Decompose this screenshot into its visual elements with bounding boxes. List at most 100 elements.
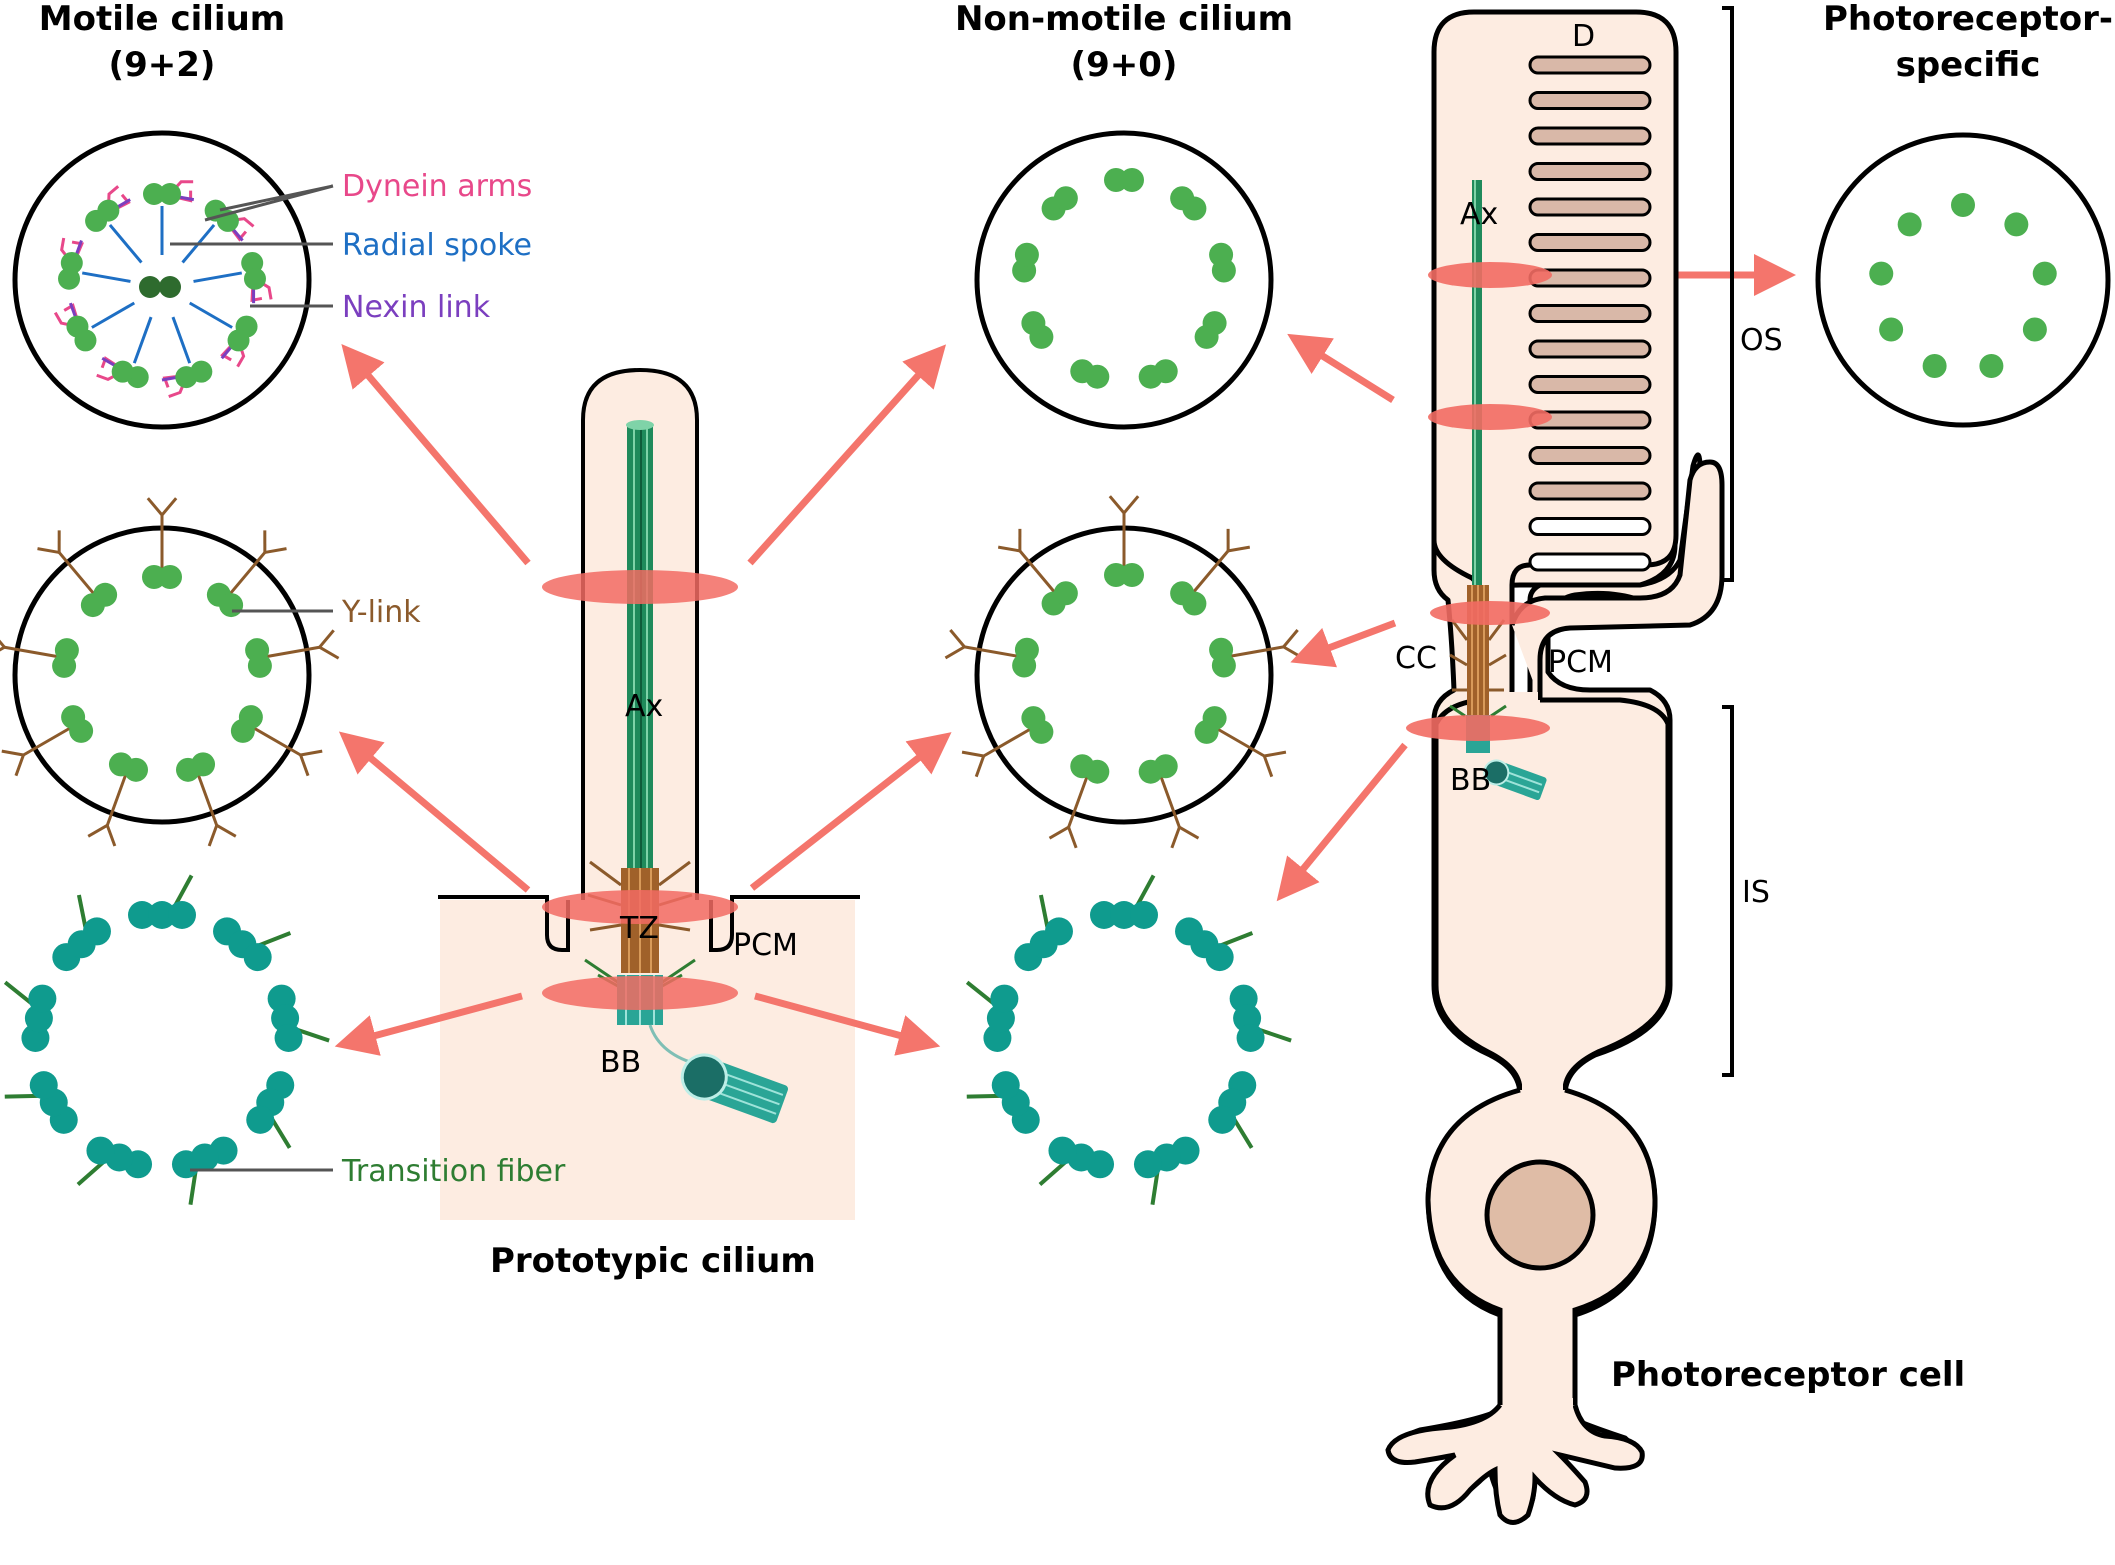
doublet-b [230, 718, 255, 743]
y-link-stem [982, 723, 1039, 758]
doublet-b [1211, 258, 1236, 283]
calyceal-process [1509, 459, 1725, 700]
prototypic-daughter-centriole [680, 1053, 788, 1124]
doublet-b [159, 183, 181, 205]
y-link-branch [1262, 755, 1274, 778]
triplet-microtubule [1236, 1023, 1265, 1052]
y-link-branch [264, 547, 287, 554]
legend-transition-fiber: Transition fiber [341, 1154, 566, 1189]
singlet [1951, 193, 1975, 217]
photoreceptor-cell-title: Photoreceptor cell [1611, 1355, 1965, 1395]
y-link-stem [22, 722, 78, 757]
nucleus [1484, 1159, 1596, 1271]
doublet-b [97, 199, 120, 222]
y-link-branch [1, 749, 24, 757]
doublet-b [111, 360, 134, 383]
triplet-microtubule [246, 1105, 275, 1134]
y-link-stem [1187, 549, 1230, 600]
arrow-bb-to-triplets [1276, 742, 1408, 902]
legend-radial-spoke: Radial spoke [342, 228, 532, 263]
y-link-stem [4, 645, 66, 660]
prototypic-ax-label: Ax [625, 689, 663, 724]
y-link-branch [1067, 826, 1078, 849]
y-link-branch [944, 645, 966, 660]
photo-daughter-centriole [1483, 759, 1547, 801]
y-link-branch [318, 629, 335, 649]
y-link-branch [1122, 495, 1140, 514]
doublet-b [61, 705, 86, 730]
y-link-stem [258, 645, 320, 660]
y-link-stem [246, 722, 302, 757]
triplet-microtubule [128, 901, 156, 929]
prototypic-plasma-membrane [438, 895, 860, 952]
disc [1528, 446, 1652, 465]
os-label: OS [1740, 323, 1783, 358]
ylink-left-doublets [0, 497, 340, 847]
doublet-b [219, 593, 244, 618]
doublet-b [1070, 359, 1095, 384]
doublet-b [1053, 581, 1078, 606]
doublet-b [227, 329, 250, 352]
triplets-cross-section-middle [965, 874, 1292, 1205]
inner-segment [1433, 697, 1671, 1093]
prototypic-pcm-label: PCM [733, 928, 798, 963]
nonmotile-title-line1: Non-motile cilium [955, 0, 1293, 39]
singlet [1897, 212, 1922, 237]
photo-marker-os-upper [1428, 262, 1552, 288]
prototypic-cilium: Ax TZ PCM BB Prototypic cilium [438, 367, 860, 1281]
radial-spoke [108, 223, 143, 264]
y-link-branch [299, 754, 310, 777]
triplet-microtubule [991, 1071, 1020, 1100]
arrow-cc-to-ylink [1290, 619, 1397, 668]
legend-y-link: Y-link [341, 595, 421, 630]
triplet-microtubule [243, 943, 272, 972]
photo-marker-os-lower [1428, 404, 1552, 430]
y-link-stem [58, 551, 101, 601]
triplet-microtubule [990, 984, 1019, 1013]
doublet-b [176, 757, 201, 782]
disc [1528, 304, 1652, 323]
radial-spoke [171, 316, 192, 364]
triplet-microtubule [171, 1150, 200, 1179]
legend-leaders [170, 184, 334, 1172]
y-link-stem [964, 645, 1026, 660]
y-link-branch [146, 497, 164, 516]
y-link-branch [87, 824, 109, 838]
triplet-microtubule [29, 1071, 58, 1100]
y-link-branch [1170, 826, 1181, 849]
doublet-b [1120, 168, 1144, 192]
doublet-b [1014, 637, 1039, 662]
triplet-microtubule [1208, 1105, 1237, 1134]
y-link-branch [1264, 750, 1287, 758]
y-link-branch [207, 824, 219, 847]
nonmotile-doublets [1012, 168, 1236, 389]
doublet-b [1070, 754, 1095, 779]
arrow-to-ylink-mid [749, 732, 952, 891]
singlet [1869, 261, 1894, 286]
y-link-branch [300, 749, 323, 757]
prototypic-transition-fibers [584, 958, 696, 992]
disc [1528, 126, 1652, 146]
photoreceptor-cross-section [1815, 132, 2111, 428]
doublet-b [1014, 242, 1039, 267]
y-link-branch [949, 629, 966, 648]
y-link-branch [1282, 645, 1304, 660]
disc [1528, 162, 1652, 181]
photo-marker-bb [1406, 715, 1550, 741]
disc [1528, 197, 1652, 217]
y-link-branch [37, 547, 60, 554]
triplet-microtubule [274, 1023, 303, 1052]
triplet-microtubule [28, 984, 57, 1013]
y-link-branch [0, 639, 6, 649]
nonmotile-cross-section [974, 130, 1274, 430]
arrow-to-triplets-left [334, 992, 523, 1056]
motile-title-line2: (9+2) [109, 45, 216, 85]
prototypic-marker-bb [542, 976, 738, 1010]
prototypic-bb-label: BB [600, 1045, 641, 1080]
disc [1528, 517, 1652, 536]
singlet [1879, 317, 1904, 342]
singlet [1979, 353, 2004, 378]
radial-spoke [188, 301, 233, 329]
ylink-mid-doublets [944, 495, 1304, 849]
